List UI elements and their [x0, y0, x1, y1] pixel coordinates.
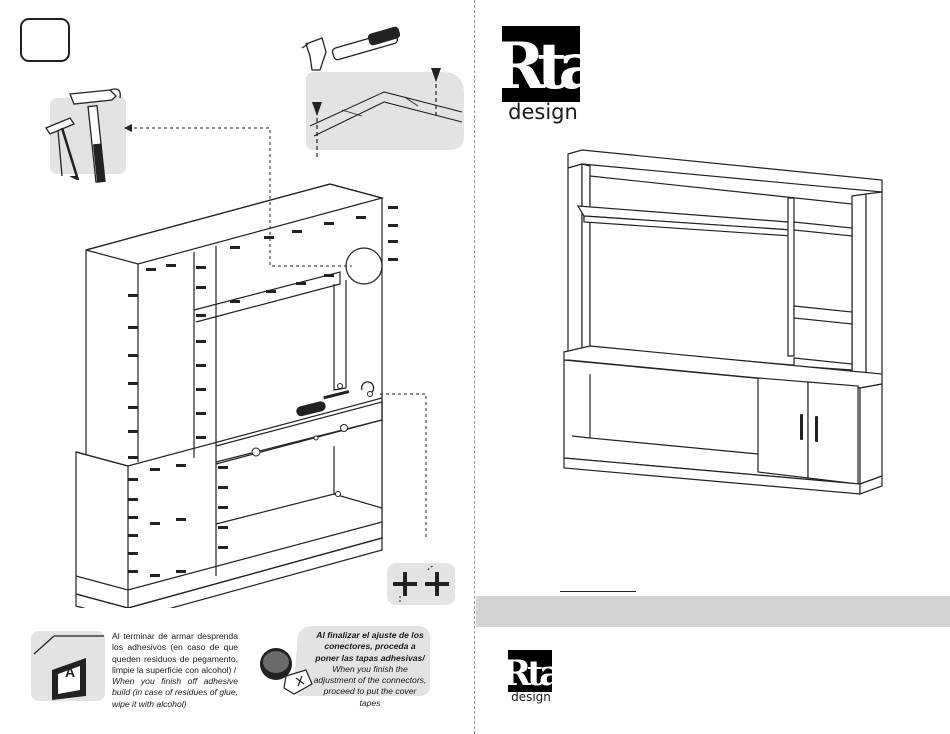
leader-lines: [124, 124, 427, 540]
logo-word-small: design: [511, 690, 551, 704]
sticker-icon: [31, 631, 105, 701]
product-illustration: [563, 149, 883, 495]
screwdriver-icon: [296, 381, 375, 417]
logo-letters-small: Rta: [508, 653, 552, 692]
gray-band: [476, 596, 950, 627]
adjust-cross-icon: [387, 563, 455, 605]
logo-mark-small: Rta: [502, 650, 565, 694]
logo-mark: Rta: [492, 26, 607, 104]
page-fold-line: [474, 0, 475, 734]
connectors-note-en: When you finish the adjustment of the co…: [313, 663, 427, 708]
hammer-icon: [301, 26, 464, 160]
cover-cap-icon: [260, 626, 430, 696]
assembly-diagram: [70, 176, 398, 608]
left-page: A Al terminar de armar desprenda los adh…: [0, 0, 474, 734]
sticker-letter: A: [64, 664, 76, 680]
adhesive-note: Al terminar de armar desprenda los adhes…: [112, 631, 238, 710]
hammer-and-nail-icon: [45, 88, 126, 183]
brand-logo: Rta design: [492, 26, 607, 124]
underline-mark: [560, 591, 636, 592]
adhesive-note-en: When you finish off adhesive build (in c…: [112, 676, 238, 709]
logo-letters: Rta: [502, 29, 580, 102]
connectors-note: Al finalizar el ajuste de los conectores…: [312, 630, 428, 709]
connectors-note-es: Al finalizar el ajuste de los conectores…: [315, 630, 425, 663]
logo-word: design: [508, 100, 578, 124]
brand-logo-small: Rta design: [502, 650, 565, 706]
adhesive-note-es: Al terminar de armar desprenda los adhes…: [112, 631, 238, 675]
step-number-box: [20, 18, 70, 62]
